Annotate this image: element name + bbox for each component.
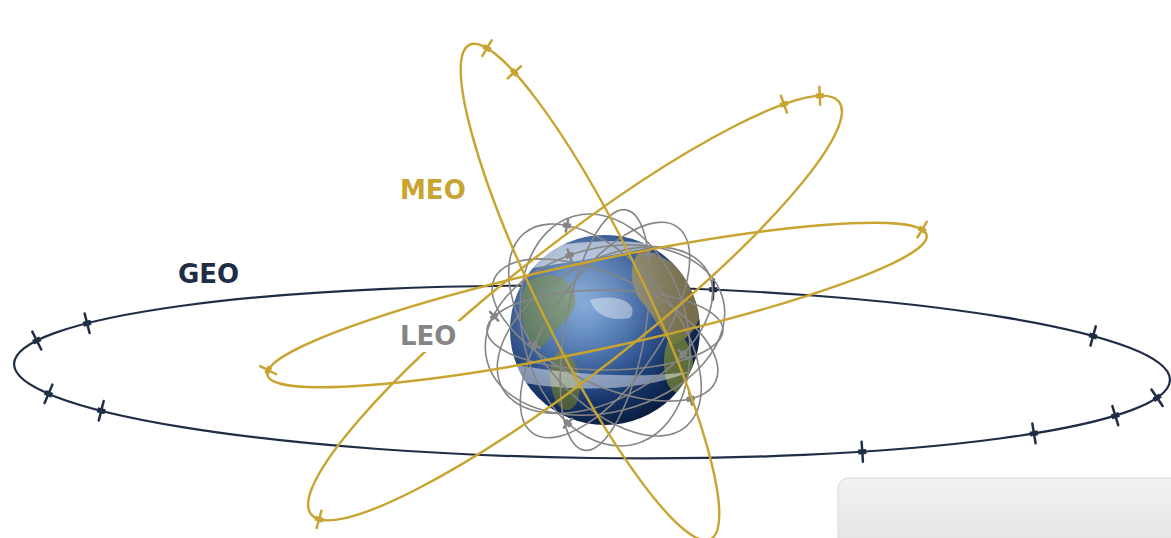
leo-satellite	[679, 350, 688, 358]
leo-satellite	[642, 251, 654, 259]
leo-satellite	[566, 250, 574, 261]
meo-satellite	[315, 511, 323, 528]
meo-satellite	[260, 366, 276, 374]
leo-orbit	[544, 203, 665, 457]
geo-label: GEO	[174, 259, 243, 290]
geo-satellite	[45, 385, 53, 403]
geo-satellite	[83, 314, 91, 333]
meo-label: MEO	[396, 175, 470, 206]
geo-satellite	[1151, 390, 1162, 407]
geo-satellite	[97, 401, 105, 420]
geo-satellite	[1089, 326, 1097, 345]
leo-satellite	[563, 220, 571, 232]
corner-panel	[838, 478, 1171, 538]
leo-orbit	[466, 219, 744, 441]
leo-orbit	[469, 212, 741, 448]
geo-satellite	[32, 332, 41, 350]
geo-satellite	[858, 442, 866, 462]
leo-label: LEO	[396, 321, 460, 352]
geo-satellite	[1111, 406, 1119, 425]
earth-globe	[510, 235, 701, 425]
meo-satellite	[482, 40, 491, 55]
meo-orbit	[272, 51, 879, 538]
meo-satellite	[780, 96, 788, 113]
meo-orbit	[258, 192, 936, 418]
meo-satellite	[508, 66, 521, 78]
leo-satellite	[529, 342, 540, 349]
meo-satellite	[918, 222, 927, 237]
geo-satellite	[1030, 424, 1038, 444]
meo-satellite	[816, 87, 824, 105]
